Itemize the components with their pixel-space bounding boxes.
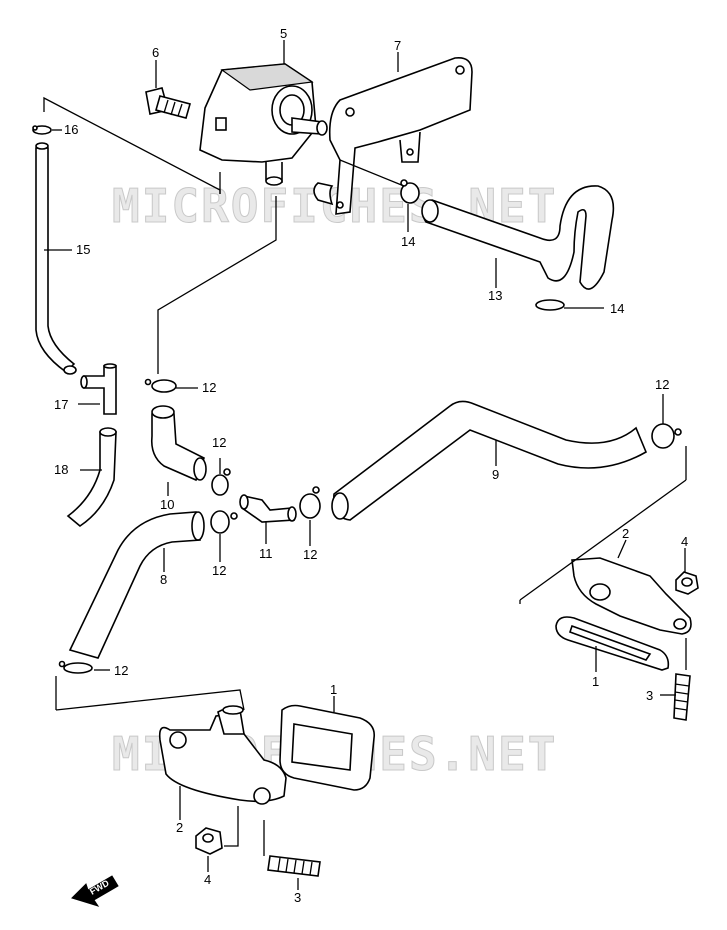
callout-3-right: 3: [646, 688, 653, 703]
callout-18: 18: [54, 462, 68, 477]
control-valve: [199, 63, 334, 206]
watermark-top: MICROFICHES.NET: [112, 179, 557, 233]
t-joint-17: [80, 363, 117, 415]
clip-12-top: [144, 378, 177, 393]
callout-1-left: 1: [330, 682, 337, 697]
cover-2-right: [571, 557, 692, 635]
callout-12-mid: 12: [212, 563, 226, 578]
clip-12-right-of-11: [299, 486, 321, 519]
callout-3-left: 3: [294, 890, 301, 905]
callout-8: 8: [160, 572, 167, 587]
callout-16: 16: [64, 122, 78, 137]
callout-5: 5: [280, 26, 287, 41]
cover-2-left: [158, 705, 287, 805]
clip-12-mid-left: [211, 468, 231, 496]
callout-15: 15: [76, 242, 90, 257]
callout-1-right: 1: [592, 674, 599, 689]
stud-3-right: [673, 673, 691, 721]
hose-8: [68, 511, 205, 659]
valve-bracket: [328, 56, 473, 215]
forward-arrow-icon: FWD: [71, 875, 119, 907]
callout-11: 11: [259, 546, 273, 561]
clip-14-lower: [535, 299, 565, 311]
hose-15: [35, 142, 77, 375]
callout-4-right: 4: [681, 534, 688, 549]
callout-12-bottom: 12: [114, 663, 128, 678]
nut-4-right: [675, 571, 699, 595]
clip-12-bottom: [58, 660, 93, 674]
callout-14-upper: 14: [401, 234, 415, 249]
callout-2-left: 2: [176, 820, 183, 835]
guide-lines: [43, 40, 687, 890]
callout-10: 10: [160, 497, 174, 512]
hose-10: [150, 405, 207, 482]
stud-3-left: [267, 855, 321, 877]
bolt: [145, 87, 191, 119]
clip-16: [32, 125, 52, 135]
callout-4-left: 4: [204, 872, 211, 887]
clip-14-upper: [400, 179, 420, 204]
clip-12-mid: [210, 510, 238, 534]
callout-14-lower: 14: [610, 301, 624, 316]
callout-2-right: 2: [622, 526, 629, 541]
callout-12-right: 12: [655, 377, 669, 392]
callout-6: 6: [152, 45, 159, 60]
callout-12-mid-left: 12: [212, 435, 226, 450]
callout-13: 13: [488, 288, 502, 303]
callout-9: 9: [492, 467, 499, 482]
callout-12-right-of-11: 12: [303, 547, 317, 562]
pipe-11: [239, 494, 297, 523]
hose-13: [421, 185, 615, 290]
hose-9: [331, 400, 648, 521]
callout-17: 17: [54, 397, 68, 412]
nut-4-left: [195, 827, 223, 855]
callout-7: 7: [394, 38, 401, 53]
callout-12-top: 12: [202, 380, 216, 395]
gasket-1-left: [279, 704, 376, 791]
gasket-1-right: [555, 616, 670, 671]
hose-18: [66, 427, 117, 527]
clip-12-right: [651, 423, 682, 449]
